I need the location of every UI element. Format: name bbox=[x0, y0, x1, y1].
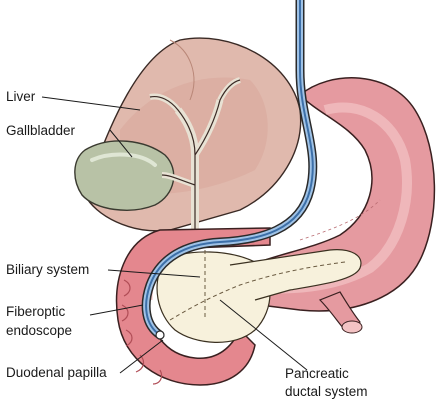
pancreatic-leader bbox=[219, 299, 308, 371]
pancreatic-label-line1: Pancreatic bbox=[285, 366, 349, 381]
fiberoptic-label-line2: endoscope bbox=[6, 323, 72, 338]
jejunum-shape bbox=[318, 291, 363, 334]
pancreas-shape bbox=[156, 249, 362, 343]
papilla-leader bbox=[119, 339, 164, 374]
gallbladder-label: Gallbladder bbox=[6, 123, 76, 138]
gallbladder-leader bbox=[109, 129, 133, 158]
gallbladder-shape bbox=[74, 140, 175, 211]
fiberoptic-endoscope bbox=[141, 0, 318, 340]
biliary-leader bbox=[107, 269, 201, 278]
liver-leader bbox=[41, 96, 141, 111]
liver-label: Liver bbox=[6, 89, 36, 104]
pancreatic-label-line2: ductal system bbox=[285, 384, 368, 399]
endoscope-leader bbox=[89, 304, 144, 316]
biliary-duct-tree bbox=[149, 77, 241, 230]
fiberoptic-label-line1: Fiberoptic bbox=[6, 304, 66, 319]
biliary-system-label: Biliary system bbox=[6, 262, 89, 277]
leader-lines bbox=[41, 96, 308, 374]
duodenal-papilla-label: Duodenal papilla bbox=[6, 365, 107, 380]
